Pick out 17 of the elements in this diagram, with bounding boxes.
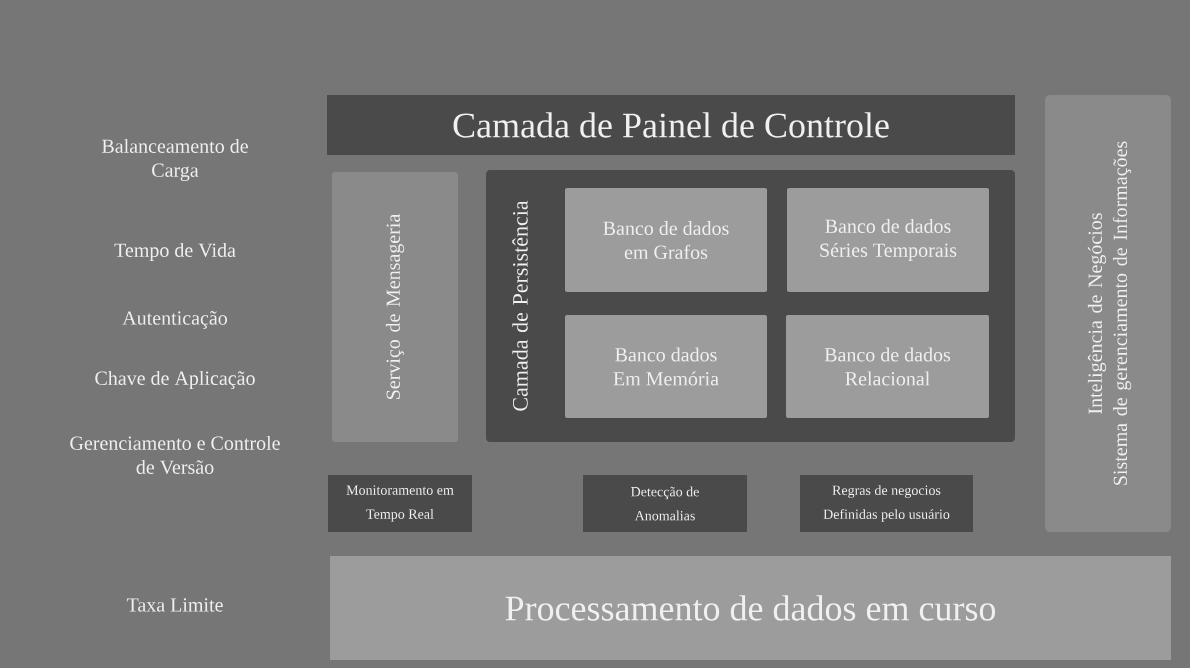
database-box: Banco de dados Relacional — [786, 315, 989, 418]
side-label: Autenticação — [122, 311, 228, 329]
side-label: Gerenciamento e Controle de Versão — [70, 435, 280, 475]
side-panel: Inteligência de Negócios Sistema de gerenciamento de Informações — [1045, 95, 1171, 532]
module-box: Detecção de Anomalias — [583, 475, 747, 532]
database-box: Banco de dados em Grafos — [565, 188, 767, 292]
database-box: Banco de dados Séries Temporais — [787, 188, 989, 292]
side-label: Tempo de Vida — [114, 242, 236, 262]
database-box: Banco dados Em Memória — [565, 315, 767, 418]
module-box: Monitoramento em Tempo Real — [328, 475, 472, 532]
side-label: Balanceamento de Carga — [102, 138, 248, 182]
layer-bar: Camada de Painel de Controle — [327, 95, 1015, 155]
module-box: Regras de negocios Definidas pelo usuário — [800, 475, 973, 532]
processing-bar: Processamento de dados em curso — [330, 556, 1171, 660]
side-label: Chave de Aplicação — [95, 370, 255, 390]
side-label: Taxa Limite — [126, 598, 223, 612]
service-panel: Serviço de Mensageria — [332, 172, 458, 442]
